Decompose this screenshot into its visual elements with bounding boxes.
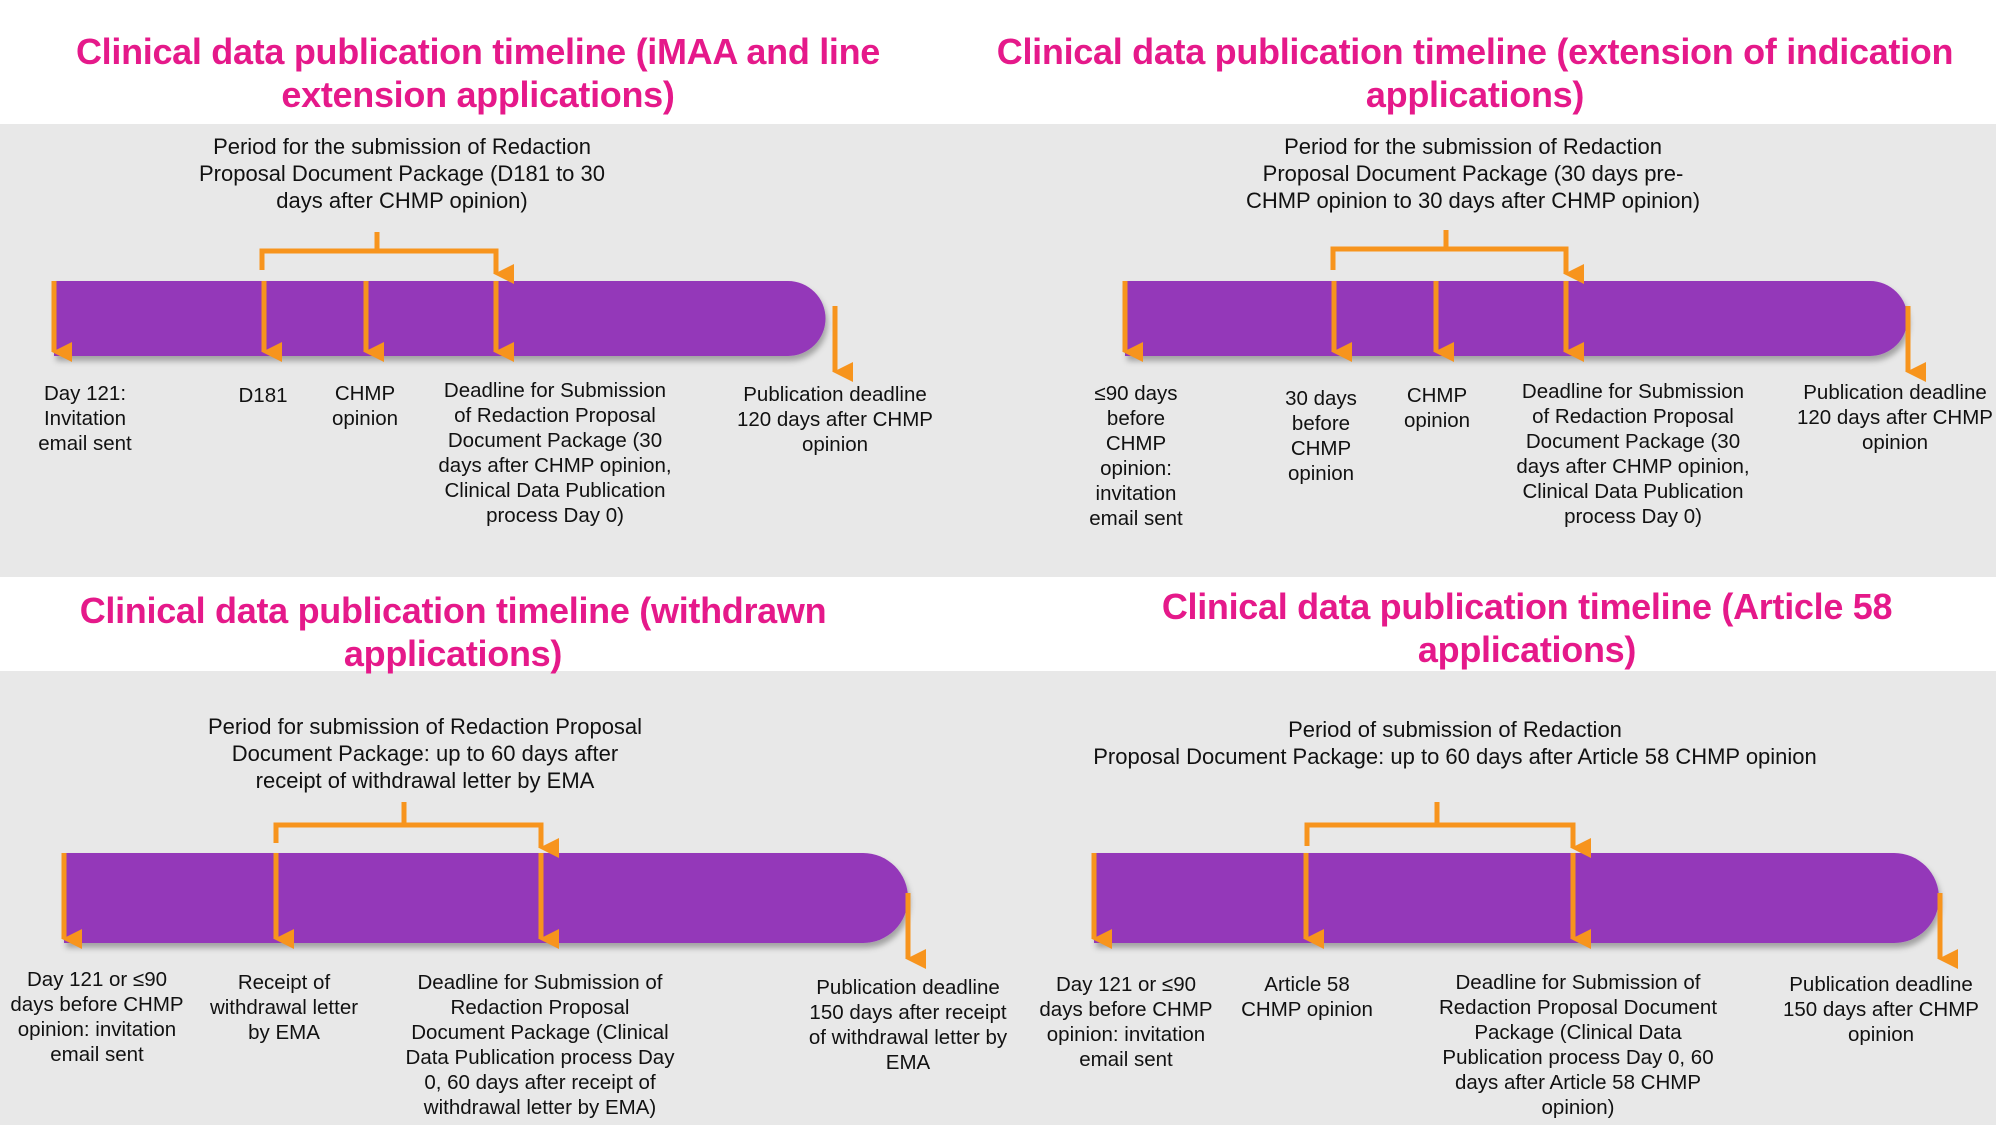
label-d181: D181 <box>238 384 288 407</box>
label-30-days: 30 days before CHMP opinion <box>1285 387 1357 485</box>
period-bracket <box>1330 246 1584 284</box>
title-extension: Clinical data publication timeline (exte… <box>996 31 1954 115</box>
title-withdrawn: Clinical data publication timeline (with… <box>79 590 827 674</box>
period-text: Period of submission of Redaction Propos… <box>1093 717 1817 769</box>
label-90-days: ≤90 days before CHMP opinion: invitation… <box>1089 382 1183 530</box>
timeline-bar <box>1094 853 1939 943</box>
timeline-bar <box>64 853 908 943</box>
label-publication: Publication deadline 150 days after CHMP… <box>1783 973 1979 1046</box>
label-day121: Day 121 or ≤90 days before CHMP opinion:… <box>1039 973 1213 1071</box>
label-deadline: Deadline for Submission of Redaction Pro… <box>1516 380 1750 528</box>
title-imaa: Clinical data publication timeline (iMAA… <box>75 31 881 115</box>
period-bracket <box>259 248 514 284</box>
label-day121: Day 121 or ≤90 days before CHMP opinion:… <box>10 968 184 1066</box>
label-chmp: CHMP opinion <box>1403 384 1471 432</box>
period-text: Period for the submission of Redaction P… <box>198 134 605 213</box>
period-text: Period for the submission of Redaction P… <box>1245 134 1701 213</box>
period-text: Period for submission of Redaction Propo… <box>207 714 643 793</box>
label-publication: Publication deadline 120 days after CHMP… <box>1797 381 1993 454</box>
period-bracket <box>273 822 559 858</box>
timeline-bar <box>1125 281 1908 356</box>
title-article58: Clinical data publication timeline (Arti… <box>1161 586 1893 670</box>
label-chmp: CHMP opinion <box>331 382 399 430</box>
period-bracket <box>1304 822 1591 858</box>
label-article58: Article 58 CHMP opinion <box>1241 973 1373 1021</box>
label-publication: Publication deadline 120 days after CHMP… <box>737 383 933 456</box>
timeline-bar <box>54 281 826 356</box>
label-publication: Publication deadline 150 days after rece… <box>808 976 1008 1074</box>
label-day121: Day 121: Invitation email sent <box>38 382 132 455</box>
label-deadline: Deadline for Submission of Redaction Pro… <box>405 971 675 1119</box>
label-deadline: Deadline for Submission of Redaction Pro… <box>1438 971 1718 1119</box>
label-receipt: Receipt of withdrawal letter by EMA <box>209 971 359 1044</box>
label-deadline: Deadline for Submission of Redaction Pro… <box>438 379 672 527</box>
